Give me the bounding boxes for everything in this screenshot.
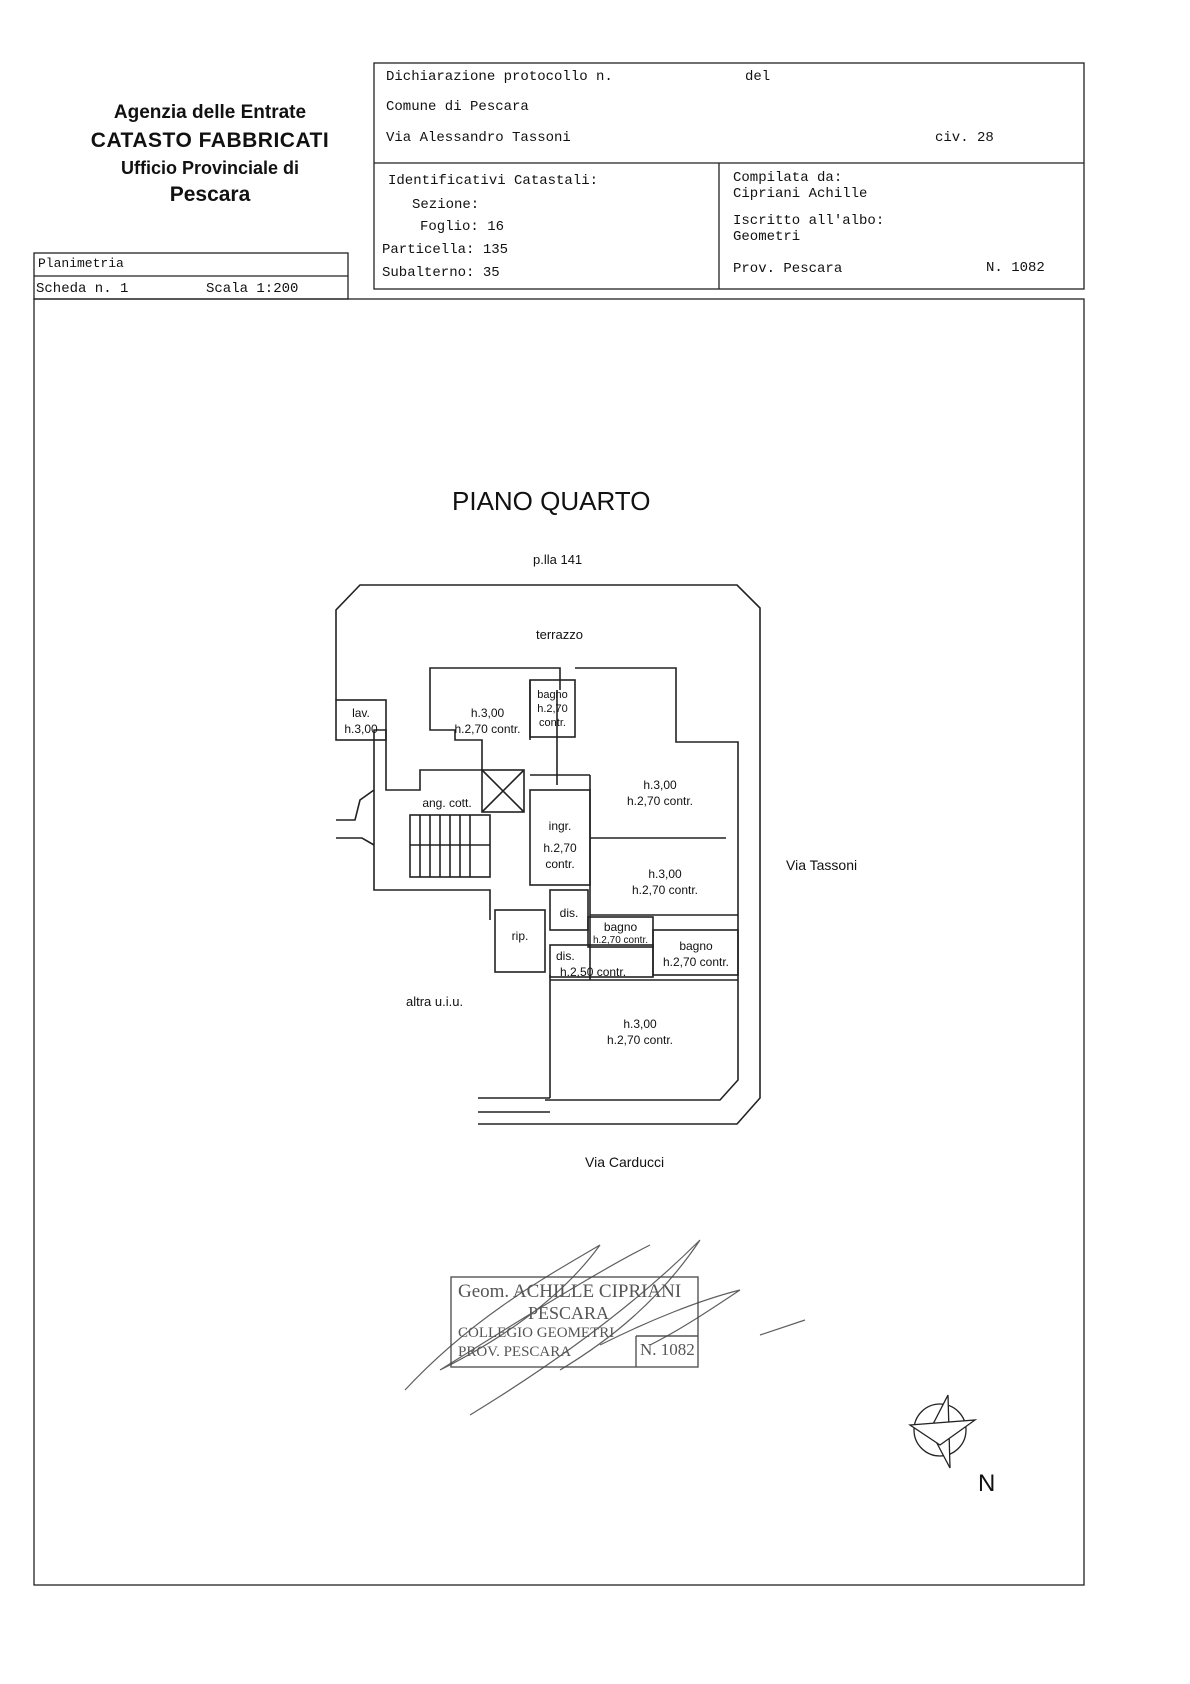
stamp-name: Geom. ACHILLE CIPRIANI [458,1281,682,1302]
provincia-label: Prov. Pescara [733,261,843,277]
room-bagno-1-height: h.2,70 [537,703,568,715]
ufficio-city: Pescara [169,183,251,206]
room-bagno-2-height: h.2,70 contr. [592,935,649,946]
via-label: Via Alessandro Tassoni [386,130,571,146]
room-1: h.3,00 h.2,70 contr. [445,705,530,737]
plla-label: p.lla 141 [533,552,583,567]
dichiarazione-label: Dichiarazione protocollo n. [386,69,613,85]
room-ang-cott: ang. cott. [412,795,482,811]
ufficio-label: Ufficio Provinciale di [120,158,300,178]
room-ingr: ingr. h.2,70 contr. [534,818,586,872]
via-carducci-label: Via Carducci [585,1154,665,1170]
header-box [373,62,1085,290]
room-dis-2-height: h.2,50 contr. [560,965,627,979]
civico-label: civ. 28 [935,130,994,146]
stamp-city: PESCARA [528,1303,610,1323]
room-ang-cott-name: ang. cott. [422,796,472,810]
particella-label: Particella: 135 [382,242,509,258]
via-tassoni-label: Via Tassoni [786,857,858,873]
identificativi-title: Identificativi Catastali: [388,173,599,189]
room-dis-1-name: dis. [559,906,579,920]
room-4-height: h.3,00 [623,1017,657,1031]
room-2-height-contr: h.2,70 contr. [626,794,694,808]
albo-value: Geometri [733,229,801,245]
room-2: h.3,00 h.2,70 contr. [615,777,705,809]
scala-label: Scala 1:200 [206,281,299,297]
compilatore-name: Cipriani Achille [733,186,868,202]
room-ingr-name: ingr. [548,819,572,833]
north-arrow-icon [908,1394,978,1469]
plan-title: PIANO QUARTO [452,486,651,516]
room-1-height-contr: h.2,70 contr. [454,722,521,736]
albo-number: N. 1082 [986,260,1045,276]
agency-name: Agenzia delle Entrate [113,102,307,123]
room-ingr-height: h.2,70 [543,841,577,855]
north-label: N [978,1470,996,1497]
room-3-height: h.3,00 [648,867,682,881]
room-1-height: h.3,00 [470,706,505,720]
room-rip: rip. [500,928,540,944]
room-lav-name: lav. [352,706,370,720]
room-bagno-3: bagno h.2,70 contr. [655,938,737,970]
sezione-label: Sezione: [412,197,480,213]
room-bagno-1: bagno h.2,70 contr. [530,688,575,730]
room-3: h.3,00 h.2,70 contr. [620,866,710,898]
room-lav-height: h.3,00 [344,722,378,736]
catasto-title: CATASTO FABBRICATI [90,129,330,152]
compilata-label: Compilata da: [733,170,843,186]
room-ingr-contr: contr. [545,857,575,871]
room-bagno-3-height: h.2,70 contr. [662,955,730,969]
main-frame [33,298,1085,1586]
room-3-height-contr: h.2,70 contr. [631,883,699,897]
room-4: h.3,00 h.2,70 contr. [595,1016,685,1048]
room-rip-name: rip. [511,929,529,943]
del-label: del [745,69,771,85]
altra-uiu-label: altra u.i.u. [406,994,464,1009]
room-2-height: h.3,00 [643,778,677,792]
floor-plan [335,584,761,1125]
room-dis-1: dis. [552,905,586,921]
signature [404,1239,806,1416]
scheda-label: Scheda n. 1 [36,281,129,297]
iscritto-label: Iscritto all'albo: [733,213,885,229]
room-lav: lav. h.3,00 [338,705,384,737]
room-dis-2-name: dis. [556,949,575,963]
foglio-label: Foglio: 16 [420,219,505,235]
comune-label: Comune di Pescara [386,99,529,115]
subalterno-label: Subalterno: 35 [382,265,500,281]
room-bagno-1-name: bagno [537,689,568,701]
stamp-number: N. 1082 [640,1340,695,1359]
room-4-height-contr: h.2,70 contr. [606,1033,674,1047]
stamp-collegio: COLLEGIO GEOMETRI [458,1325,615,1341]
stamp-prov: PROV. PESCARA [458,1344,572,1360]
room-bagno-2-name: bagno [603,920,638,934]
room-dis-2: dis. h.2,50 contr. [552,948,652,980]
terrazzo-label: terrazzo [536,627,583,642]
room-bagno-1-contr: contr. [539,717,566,729]
planimetria-title: Planimetria [38,256,124,271]
room-bagno-3-name: bagno [679,939,713,953]
room-bagno-2: bagno h.2,70 contr. [588,921,653,947]
agency-header: Agenzia delle Entrate CATASTO FABBRICATI… [60,100,360,210]
